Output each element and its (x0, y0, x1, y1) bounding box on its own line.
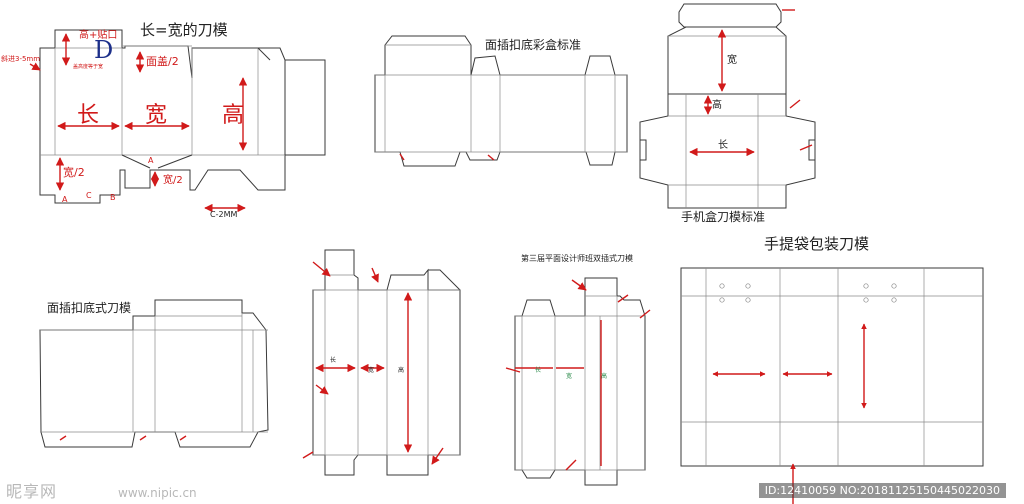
d1-b-label: B (110, 193, 116, 202)
d2-title: 面插扣底彩盒标准 (485, 37, 581, 52)
d3-height: 高 (712, 98, 722, 111)
d1-a-right: A (148, 156, 154, 165)
d7-handle-holes (719, 283, 897, 303)
d6-width: 宽 (566, 372, 572, 380)
d1-note: 盖高度等于宽 (73, 63, 103, 70)
d1-half-width-2: 宽/2 (163, 173, 183, 186)
d5-length: 长 (330, 356, 336, 364)
d3-length: 长 (718, 139, 728, 151)
d6-height: 高 (601, 372, 607, 380)
footer-bar: 昵享网 www.nipic.cn ID:12410059 NO:20181125… (0, 482, 1024, 504)
d1-half-width: 宽/2 (63, 165, 85, 179)
d1-c2mm: C-2MM (210, 210, 237, 219)
d3-width: 宽 (727, 53, 737, 66)
d1-length: 长 (77, 103, 99, 128)
d1-lid-label: 面盖/2 (146, 54, 179, 68)
diagram-5-tall-box: 长 宽 高 (302, 249, 461, 476)
d7-title: 手提袋包装刀模 (764, 235, 869, 253)
d3-title: 手机盒刀模标准 (681, 209, 765, 224)
d5-height: 高 (398, 366, 404, 374)
d6-length: 长 (535, 366, 541, 374)
d1-width: 宽 (145, 103, 167, 128)
diagram-4-tuck-bottom: 面插扣底式刀模 (39, 299, 269, 448)
image-id-label: ID:12410059 NO:20181125150445022030 (758, 483, 1006, 498)
d6-title: 第三届平面设计师班双插式刀模 (521, 253, 633, 263)
diagram-3-phone-box: 手机盒刀模标准 宽 高 长 (639, 3, 816, 224)
d1-height: 高 (222, 103, 244, 128)
diagram-2-colorbox-standard: 面插扣底彩盒标准 (374, 35, 628, 167)
d1-slope-label: 斜进3-5mm (1, 54, 40, 63)
diagram-1-equal-dieline: 长=宽的刀模 高+贴口 D 盖高度等于宽 面盖/2 斜进3-5mm 长 宽 高 … (1, 21, 326, 219)
d1-a-left: A (62, 195, 68, 204)
diagram-7-handbag: 手提袋包装刀模 (680, 235, 984, 504)
d4-title: 面插扣底式刀模 (47, 300, 131, 315)
diagram-6-double-tuck: 第三届平面设计师班双插式刀模 长 宽 高 (505, 253, 651, 486)
d1-title: 长=宽的刀模 (140, 21, 228, 39)
d1-glue-label: 高+贴口 (79, 28, 117, 41)
d1-c-label: C (86, 191, 92, 200)
d5-width: 宽 (368, 366, 374, 374)
watermark-logo: 昵享网 (6, 482, 58, 501)
watermark-url: www.nipic.cn (118, 486, 197, 500)
d1-letter: D (94, 36, 113, 64)
